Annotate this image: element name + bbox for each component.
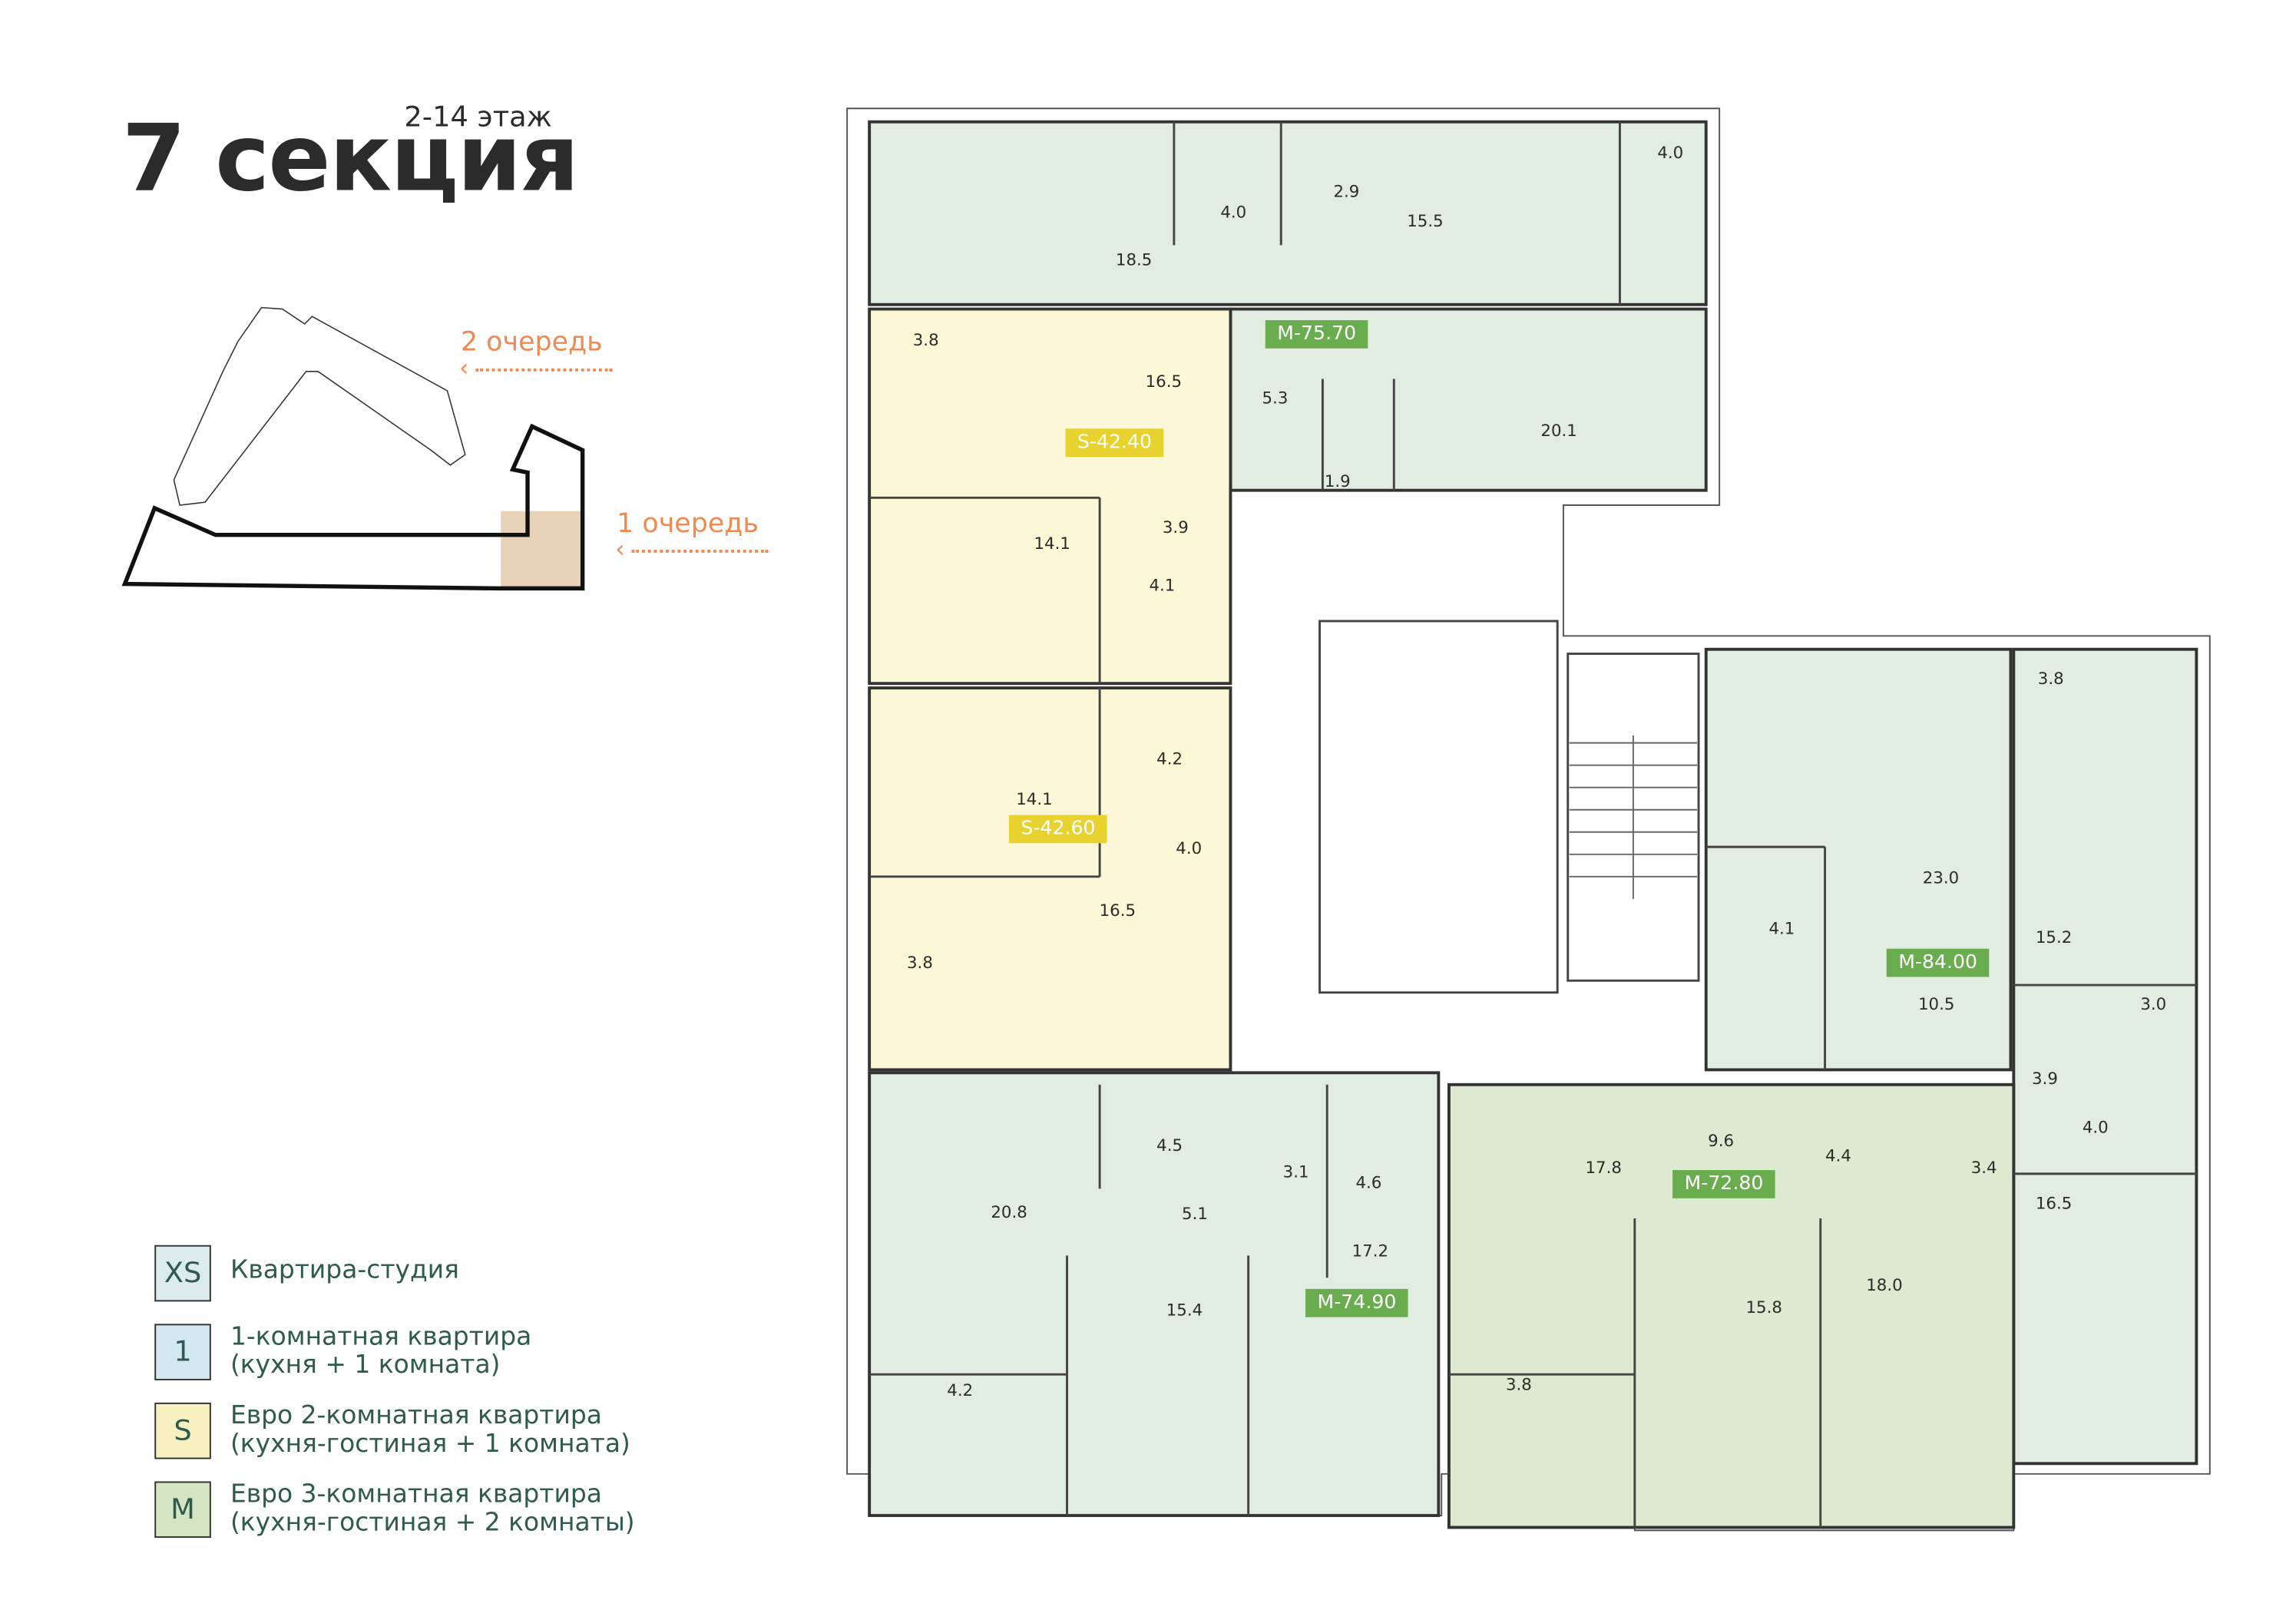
room-area: 14.1	[1016, 789, 1053, 809]
room-area: 3.8	[1505, 1375, 1532, 1395]
apartment-badge[interactable]: M-84.00	[1886, 948, 1990, 977]
core-walls	[869, 121, 2197, 1528]
legend-label: 1-комнатная квартира	[230, 1322, 532, 1353]
room-area: 23.0	[1922, 868, 1960, 888]
legend-label: Евро 2-комнатная квартира	[230, 1400, 602, 1431]
apartment-badge[interactable]: S-42.40	[1065, 428, 1164, 458]
key-plan-queue1-building	[121, 423, 585, 591]
room-area: 3.0	[2140, 994, 2167, 1014]
apartment-badge[interactable]: M-75.70	[1265, 320, 1368, 349]
apartment-m-84-00-area[interactable]	[1704, 647, 2013, 1072]
queue2-label: 2 очередь	[460, 326, 603, 359]
queue2-leader	[475, 368, 613, 372]
room-area: 3.1	[1282, 1162, 1309, 1182]
room-area: 15.5	[1407, 211, 1444, 231]
room-area: 18.5	[1115, 250, 1153, 270]
stair-icon	[1569, 735, 1698, 899]
apartment-m-84-00-area[interactable]	[2012, 647, 2198, 1466]
legend-item-m: M Евро 3-комнатная квартира (кухня-гости…	[154, 1481, 635, 1539]
room-area: 4.0	[1220, 203, 1247, 223]
apartment-badge[interactable]: M-72.80	[1672, 1170, 1775, 1198]
queue1-label: 1 очередь	[617, 507, 759, 540]
legend-item-s: S Евро 2-комнатная квартира (кухня-гости…	[154, 1402, 630, 1459]
apartment-m-75-70-area[interactable]	[868, 120, 1708, 306]
legend-label: Квартира-студия	[230, 1255, 459, 1286]
apartment-badge[interactable]: M-74.90	[1305, 1288, 1408, 1317]
room-area: 16.5	[1099, 901, 1136, 921]
room-area: 4.6	[1355, 1172, 1382, 1193]
room-area: 2.9	[1333, 182, 1360, 202]
room-area: 9.6	[1708, 1131, 1735, 1151]
queue1-leader	[631, 550, 769, 553]
room-area: 15.4	[1166, 1301, 1203, 1321]
room-area: 17.8	[1585, 1158, 1622, 1178]
room-area: 14.1	[1034, 534, 1070, 554]
legend-swatch: M	[154, 1481, 211, 1539]
key-plan-queue2-building	[173, 306, 466, 506]
legend-sublabel: (кухня-гостиная + 2 комнаты)	[230, 1508, 635, 1539]
room-area: 18.0	[1866, 1275, 1903, 1295]
room-area: 10.5	[1917, 994, 1955, 1014]
room-area: 4.5	[1156, 1135, 1183, 1155]
room-area: 3.4	[1970, 1158, 1997, 1178]
room-area: 5.1	[1182, 1204, 1208, 1224]
legend-label: Евро 3-комнатная квартира	[230, 1479, 602, 1510]
room-area: 15.8	[1745, 1297, 1782, 1317]
room-area: 3.8	[912, 330, 939, 350]
apartment-badge[interactable]: S-42.60	[1008, 815, 1107, 844]
legend-item-xs: XS Квартира-студия	[154, 1245, 459, 1302]
room-area: 3.8	[2037, 669, 2064, 689]
arrow-left-icon: ‹	[459, 353, 469, 382]
room-area: 3.8	[907, 953, 933, 973]
arrow-left-icon: ‹	[615, 534, 625, 564]
key-plan	[121, 306, 585, 591]
floors-label: 2-14 этаж	[404, 101, 552, 134]
room-area: 20.1	[1540, 421, 1577, 441]
room-area: 16.5	[2035, 1194, 2073, 1214]
room-area: 16.5	[1145, 372, 1183, 392]
key-plan-highlight	[501, 511, 583, 589]
apartment-m-72-80-area[interactable]	[1447, 1083, 2016, 1529]
room-area: 4.0	[2082, 1118, 2109, 1138]
apartment-s-42-40-area[interactable]	[868, 307, 1232, 686]
legend-sublabel: (кухня + 1 комната)	[230, 1350, 501, 1380]
room-area: 15.2	[2035, 927, 2073, 947]
room-area: 3.9	[2032, 1069, 2058, 1089]
room-area: 4.0	[1176, 838, 1203, 858]
legend-swatch: XS	[154, 1245, 211, 1302]
apartment-s-42-60-area[interactable]	[868, 686, 1232, 1072]
legend-swatch: 1	[154, 1324, 211, 1380]
room-area: 4.1	[1768, 918, 1795, 939]
room-area: 4.2	[1156, 749, 1183, 769]
room-area: 5.3	[1262, 388, 1289, 408]
room-area: 4.0	[1657, 143, 1684, 163]
room-area: 1.9	[1324, 471, 1351, 491]
room-area: 4.2	[947, 1380, 974, 1401]
room-area: 17.2	[1351, 1241, 1389, 1261]
legend-item-1: 1 1-комнатная квартира (кухня + 1 комнат…	[154, 1323, 531, 1380]
legend-swatch: S	[154, 1402, 211, 1459]
room-area: 4.1	[1149, 575, 1176, 596]
legend-sublabel: (кухня-гостиная + 1 комната)	[230, 1429, 630, 1459]
room-area: 4.4	[1825, 1146, 1851, 1166]
page-title: 7 секция	[121, 104, 580, 213]
room-area: 20.8	[991, 1202, 1027, 1222]
room-area: 3.9	[1162, 517, 1189, 537]
